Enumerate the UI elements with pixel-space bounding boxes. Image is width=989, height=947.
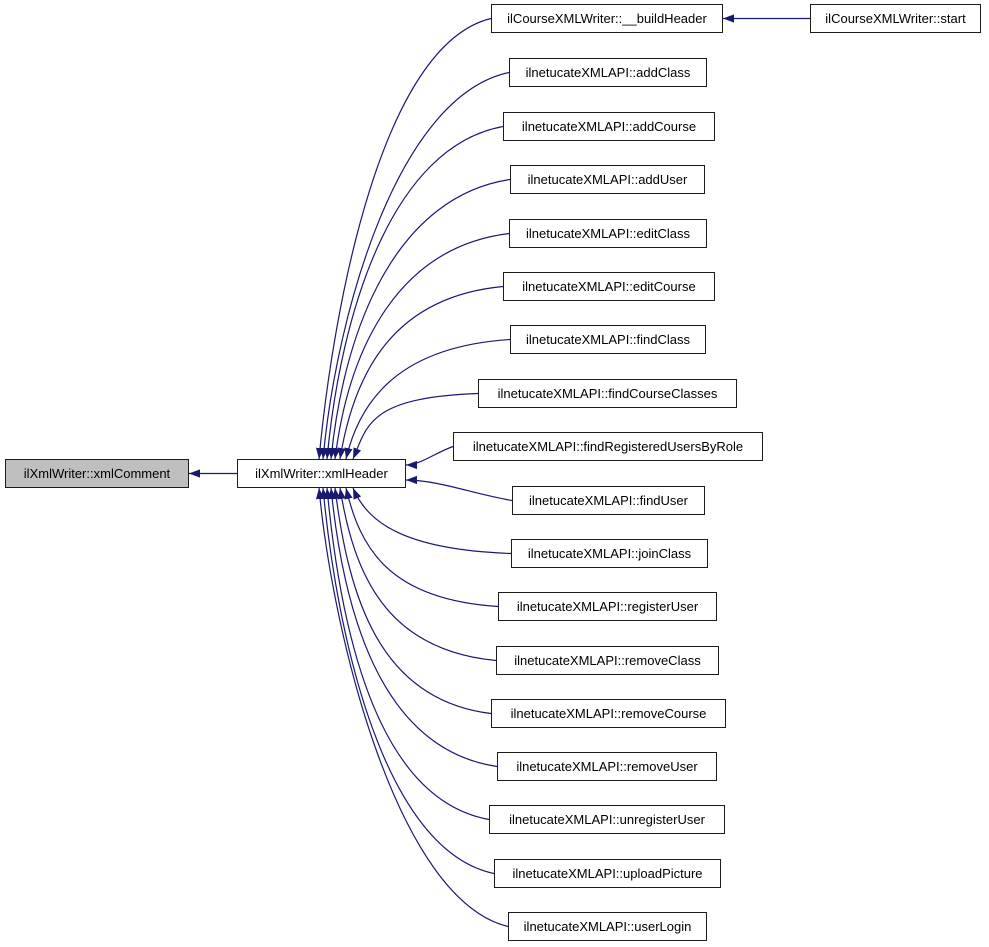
graph-node-registerUser[interactable]: ilnetucateXMLAPI::registerUser: [498, 592, 717, 621]
graph-node-findCourseClasses[interactable]: ilnetucateXMLAPI::findCourseClasses: [478, 379, 737, 408]
graph-node-buildHeader[interactable]: ilCourseXMLWriter::__buildHeader: [491, 4, 723, 33]
edge-editClass-to-xmlHeader: [332, 232, 510, 460]
edge-removeUser-to-xmlHeader: [328, 487, 498, 768]
graph-node-addCourse[interactable]: ilnetucateXMLAPI::addCourse: [503, 112, 715, 141]
graph-node-start[interactable]: ilCourseXMLWriter::start: [810, 4, 981, 33]
graph-node-editClass[interactable]: ilnetucateXMLAPI::editClass: [509, 219, 707, 248]
edge-addCourse-to-xmlHeader: [323, 125, 504, 460]
graph-node-removeCourse[interactable]: ilnetucateXMLAPI::removeCourse: [491, 699, 726, 728]
graph-node-addUser[interactable]: ilnetucateXMLAPI::addUser: [510, 165, 705, 194]
edge-userLogin-to-xmlHeader: [315, 487, 509, 928]
graph-node-uploadPicture[interactable]: ilnetucateXMLAPI::uploadPicture: [494, 859, 721, 888]
graph-node-removeUser[interactable]: ilnetucateXMLAPI::removeUser: [497, 752, 717, 781]
edge-editCourse-to-xmlHeader: [337, 285, 504, 460]
graph-node-xmlComment: ilXmlWriter::xmlComment: [5, 459, 189, 488]
graph-node-unregisterUser[interactable]: ilnetucateXMLAPI::unregisterUser: [489, 805, 725, 834]
graph-node-editCourse[interactable]: ilnetucateXMLAPI::editCourse: [503, 272, 715, 301]
graph-node-xmlHeader[interactable]: ilXmlWriter::xmlHeader: [237, 459, 406, 488]
edge-buildHeader-to-xmlHeader: [315, 17, 492, 460]
edge-removeCourse-to-xmlHeader: [332, 487, 492, 715]
edge-uploadPicture-to-xmlHeader: [319, 487, 495, 875]
graph-node-findUser[interactable]: ilnetucateXMLAPI::findUser: [512, 486, 705, 515]
graph-node-findClass[interactable]: ilnetucateXMLAPI::findClass: [510, 325, 706, 354]
edge-unregisterUser-to-xmlHeader: [323, 487, 490, 821]
graph-node-userLogin[interactable]: ilnetucateXMLAPI::userLogin: [508, 912, 707, 941]
edge-findCourseClasses-to-xmlHeader: [352, 392, 479, 460]
edge-addUser-to-xmlHeader: [328, 178, 511, 460]
edge-findUser-to-xmlHeader: [405, 475, 513, 502]
edge-registerUser-to-xmlHeader: [344, 487, 499, 608]
edge-findClass-to-xmlHeader: [344, 338, 511, 460]
edge-findRegisteredUsersByRole-to-xmlHeader: [405, 445, 454, 470]
graph-node-removeClass[interactable]: ilnetucateXMLAPI::removeClass: [496, 646, 719, 675]
graph-node-findRegisteredUsersByRole[interactable]: ilnetucateXMLAPI::findRegisteredUsersByR…: [453, 432, 763, 461]
graph-node-addClass[interactable]: ilnetucateXMLAPI::addClass: [509, 58, 707, 87]
edge-removeClass-to-xmlHeader: [337, 487, 497, 662]
edge-addClass-to-xmlHeader: [319, 71, 510, 460]
edge-joinClass-to-xmlHeader: [352, 487, 512, 555]
graph-node-joinClass[interactable]: ilnetucateXMLAPI::joinClass: [511, 539, 708, 568]
